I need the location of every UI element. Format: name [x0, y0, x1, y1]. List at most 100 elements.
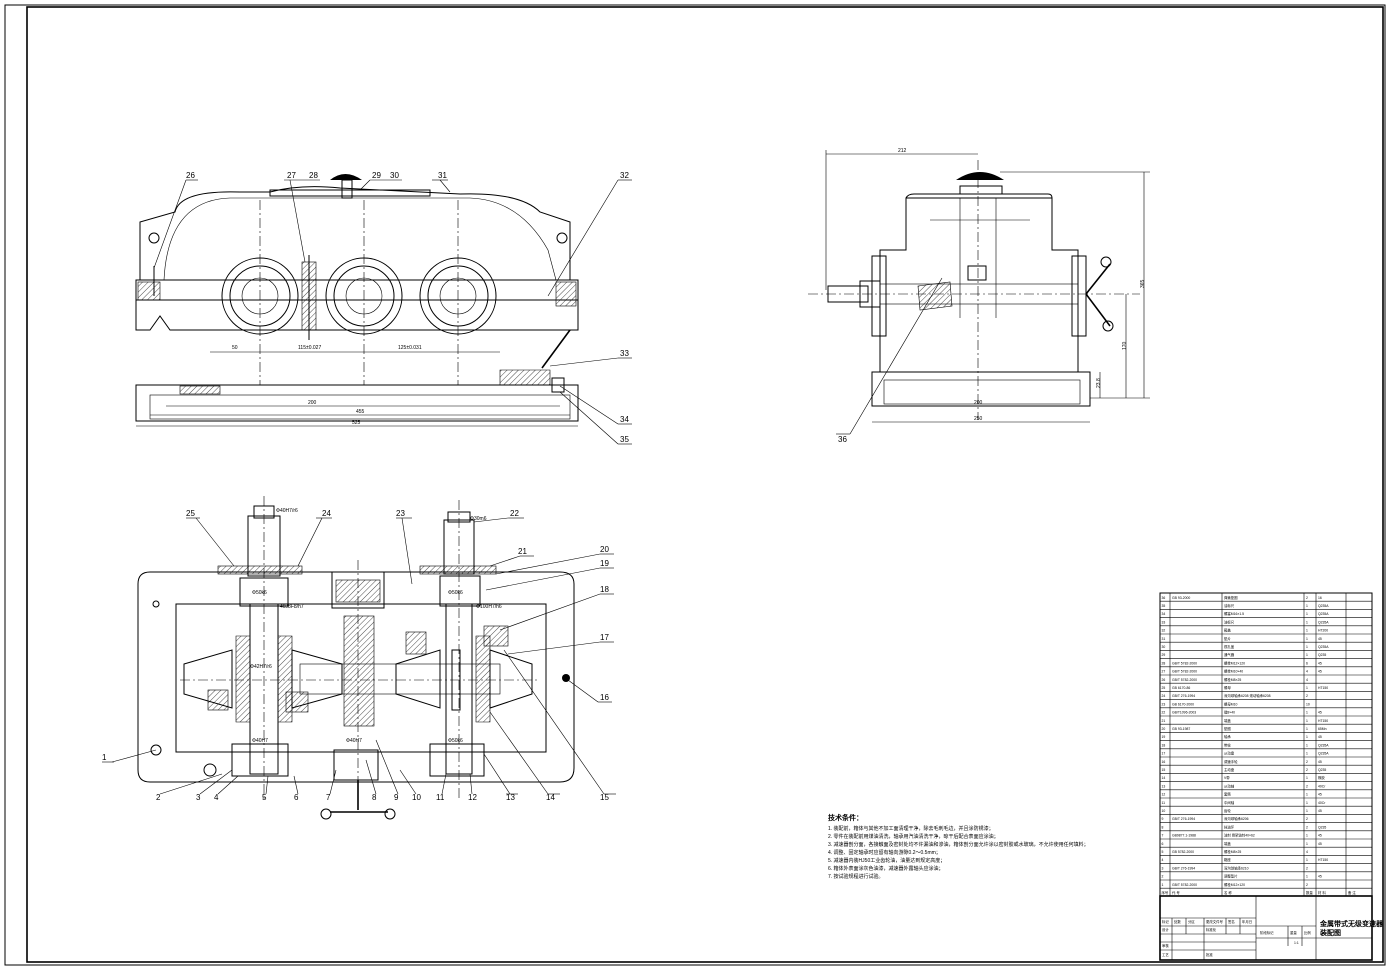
parts-cell-name: 螺栓M12×120: [1224, 660, 1245, 665]
parts-cell-mat: HT150: [1318, 858, 1328, 862]
parts-cell-name: 螺栓M8×25: [1224, 677, 1241, 682]
tb-label-weight: 重量: [1290, 930, 1297, 935]
tb-label-standard: 标准化: [1206, 927, 1217, 932]
parts-cell-no: 19: [1162, 735, 1166, 739]
parts-cell-std: GB/T 276-1994: [1172, 866, 1195, 870]
parts-cell-no: 17: [1162, 752, 1166, 756]
tb-label-scale: 比例: [1304, 930, 1311, 935]
parts-cell-no: 23: [1162, 702, 1166, 706]
tb-label-count: 处数: [1174, 919, 1181, 924]
parts-cell-name: 从动轴: [1224, 783, 1235, 788]
parts-cell-qty: 4: [1306, 670, 1308, 674]
parts-cell-no: 36: [1162, 596, 1166, 600]
parts-cell-no: 34: [1162, 612, 1166, 616]
tb-label-stage: 阶段标记: [1260, 930, 1274, 935]
parts-cell-qty: 2: [1306, 596, 1308, 600]
side-view: 212 200 250 365 170 23.8 36: [808, 148, 1150, 444]
parts-cell-qty: 1: [1306, 629, 1308, 633]
parts-cell-name: 螺栓M10×40: [1224, 669, 1243, 674]
parts-cell-name: 端盖: [1224, 718, 1231, 723]
parts-cell-std: GB 93-2000: [1172, 596, 1190, 600]
parts-cell-no: 25: [1162, 686, 1166, 690]
parts-cell-qty: 4: [1306, 850, 1308, 854]
part-no-31: 31: [438, 171, 447, 180]
parts-cell-no: 13: [1162, 784, 1166, 788]
parts-cell-mat: 45: [1318, 760, 1322, 764]
parts-cell-no: 26: [1162, 678, 1166, 682]
part-no-29: 29: [372, 171, 381, 180]
parts-cell-no: 7: [1162, 834, 1164, 838]
parts-cell-no: 32: [1162, 629, 1166, 633]
part-no-14: 14: [546, 793, 555, 802]
parts-cell-no: 35: [1162, 604, 1166, 608]
parts-cell-no: 5: [1162, 850, 1164, 854]
tb-label-approve: 批准: [1206, 952, 1213, 957]
tech-item-5: 5. 减速器内装HJ50工业齿轮油，油量达到规定高度；: [828, 857, 945, 864]
side-dim-23-8: 23.8: [1096, 378, 1102, 388]
parts-cell-std: GB/T 5782-2000: [1172, 661, 1197, 665]
tb-label-zone: 分区: [1188, 919, 1195, 924]
parts-cell-qty: 1: [1306, 801, 1308, 805]
parts-cell-mat: HT150: [1318, 719, 1328, 723]
side-dim-365: 365: [1140, 279, 1146, 288]
part-no-36: 36: [838, 435, 847, 444]
top-dim-10: Φ50k6: [448, 738, 463, 744]
drawing-title: 金属带式无级变速器装配图: [1319, 919, 1384, 937]
tech-item-6: 6. 箱体外表面涂灰色油漆，减速器外露轴头应涂油；: [828, 865, 944, 872]
parts-cell-qty: 1: [1306, 719, 1308, 723]
parts-cell-mat: Q235A: [1318, 620, 1329, 624]
part-no-20: 20: [600, 545, 609, 554]
parts-cell-name: 垫圈: [1224, 726, 1231, 731]
parts-cell-qty: 1: [1306, 842, 1308, 846]
part-no-26: 26: [186, 171, 195, 180]
parts-cell-std: GB/T1096-2003: [1172, 711, 1196, 715]
top-dim-7: Φ42H7/r6: [250, 664, 272, 670]
parts-cell-no: 4: [1162, 858, 1164, 862]
parts-cell-mat: 45: [1318, 735, 1322, 739]
parts-cell-qty: 4: [1306, 678, 1308, 682]
parts-cell-qty: 1: [1306, 645, 1308, 649]
parts-cell-std: GB 5782-2000: [1172, 850, 1194, 854]
parts-cell-qty: 1: [1306, 875, 1308, 879]
parts-cell-no: 10: [1162, 809, 1166, 813]
front-dim-115: 115±0.027: [298, 345, 321, 351]
parts-cell-qty: 10: [1306, 702, 1310, 706]
tech-item-7: 7. 按试验规程进行试验。: [828, 873, 884, 880]
parts-cell-name: 中间轴: [1224, 800, 1235, 805]
parts-cell-name: 螺塞M16×1.5: [1224, 611, 1244, 616]
parts-cell-no: 1: [1162, 883, 1164, 887]
parts-cell-mat: Q235A: [1318, 752, 1329, 756]
front-view: 50 115±0.027 125±0.031 200 455 525 26 27…: [135, 171, 632, 445]
parts-cell-qty: 1: [1306, 686, 1308, 690]
parts-cell-qty: 2: [1306, 883, 1308, 887]
part-no-3: 3: [196, 793, 201, 802]
parts-cell-name: 深沟球轴承6210: [1224, 865, 1249, 870]
front-dim-200: 200: [308, 400, 317, 406]
parts-cell-name: 齿轮: [1224, 808, 1231, 813]
tb-label-date: 年月日: [1242, 919, 1252, 924]
front-dim-125: 125±0.031: [398, 345, 422, 351]
parts-cell-name: 键8×40: [1224, 710, 1235, 715]
parts-cell-qty: 1: [1306, 711, 1308, 715]
part-no-8: 8: [372, 793, 377, 802]
part-no-13: 13: [506, 793, 515, 802]
parts-cell-std: GB 6170-86: [1172, 686, 1190, 690]
tb-label-review: 审核: [1162, 943, 1169, 948]
parts-header-cell: 数量: [1306, 890, 1313, 895]
top-dim-2: Φ50k6: [252, 590, 267, 596]
part-no-7: 7: [326, 793, 331, 802]
parts-cell-qty: 2: [1306, 694, 1308, 698]
tech-item-4: 4. 调整、固定轴承时应留有轴向游隙0.2～0.5mm；: [828, 849, 941, 856]
parts-cell-std: GB/T 5782-2000: [1172, 678, 1197, 682]
parts-cell-mat: 45: [1318, 670, 1322, 674]
side-dim-200: 200: [974, 400, 983, 406]
tb-label-mark: 标记: [1162, 919, 1169, 924]
parts-cell-name: 从动盘: [1224, 751, 1235, 756]
top-dim-1: Φ40H7/r6: [276, 508, 298, 514]
parts-cell-name: 端盖: [1224, 841, 1231, 846]
parts-cell-std: GB 93-1987: [1172, 727, 1190, 731]
parts-cell-no: 20: [1162, 727, 1166, 731]
parts-cell-qty: 1: [1306, 604, 1308, 608]
front-dim-525: 525: [352, 420, 361, 426]
parts-cell-mat: 45: [1318, 834, 1322, 838]
